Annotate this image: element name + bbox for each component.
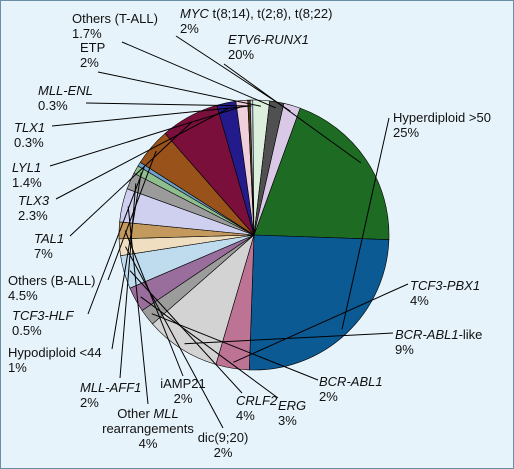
leader-myc xyxy=(175,35,291,112)
slice-etv6 xyxy=(253,107,390,241)
leader-lyl1 xyxy=(49,106,243,167)
slice-hyper xyxy=(248,234,390,371)
leader-dic920 xyxy=(125,246,224,429)
label-otherstall: Others (T-ALL)1.7% xyxy=(72,11,158,41)
leader-etp xyxy=(97,71,262,107)
leader-tlx3 xyxy=(55,108,228,200)
leader-tcf3hlf xyxy=(87,167,145,315)
leader-othersball xyxy=(107,150,157,281)
slice-myc xyxy=(253,102,301,236)
leader-etv6 xyxy=(223,63,362,164)
leader-mllenl xyxy=(85,102,252,107)
leader-tcf3pbx1 xyxy=(233,283,409,363)
label-dic920: dic(9;20)2% xyxy=(198,430,249,460)
leader-hypodiploid xyxy=(111,172,142,350)
leader-iamp21 xyxy=(124,230,184,377)
leader-erg xyxy=(140,296,279,399)
leader-mllaff1 xyxy=(119,183,137,379)
leader-tlx1 xyxy=(51,105,250,127)
leader-hyper xyxy=(341,117,390,330)
leader-bcrabl1like xyxy=(184,332,394,345)
leader-tal1 xyxy=(69,121,193,237)
label-myc: MYC t(8;14), t(2;8), t(8;22)2% xyxy=(180,6,332,36)
label-othersball: Others (B-ALL)4.5% xyxy=(8,273,95,303)
leader-otherstall xyxy=(121,41,276,109)
